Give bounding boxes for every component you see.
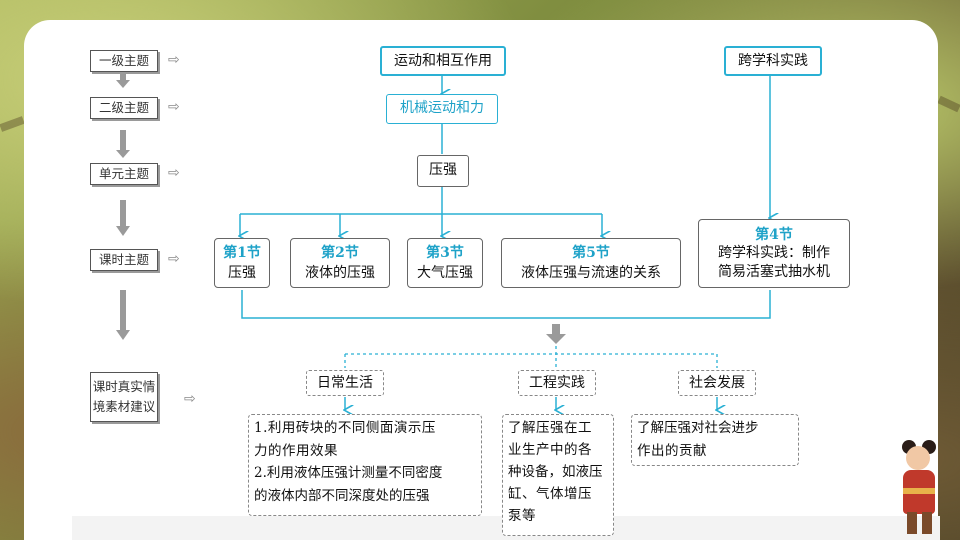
lesson-4-name-line2: 简易活塞式抽水机 — [718, 264, 830, 280]
detail-arrows — [345, 397, 717, 410]
detail-eng-line4: 缸、气体增压 — [508, 486, 592, 502]
category-engineering: 工程实践 — [518, 370, 596, 396]
detail-daily-1-line1: 1.利用砖块的不同侧面演示压 — [254, 420, 436, 436]
hollow-right-arrow-icon: ⇨ — [168, 52, 180, 68]
topic-motion: 运动和相互作用 — [380, 46, 506, 76]
detail-daily-1-line2: 力的作用效果 — [254, 442, 338, 459]
lesson-1-number: 第1节 — [223, 245, 261, 261]
tree-lines — [240, 72, 770, 319]
lesson-2: 第2节 液体的压强 — [290, 238, 390, 288]
lesson-4-number: 第4节 — [755, 227, 793, 243]
detail-eng-line1: 了解压强在工 — [508, 420, 592, 436]
character-leg — [907, 512, 917, 534]
lesson-3-name: 大气压强 — [417, 265, 473, 281]
category-lines — [344, 346, 718, 368]
character-head — [906, 446, 930, 470]
lesson-1-name: 压强 — [228, 265, 256, 281]
detail-daily-2-line1: 2.利用液体压强计测量不同密度 — [254, 465, 443, 481]
detail-soc-line1: 了解压强对社会进步 — [637, 420, 759, 436]
topic-interdisciplinary: 跨学科实践 — [724, 46, 822, 76]
topic-pressure: 压强 — [417, 155, 469, 187]
lesson-3: 第3节 大气压强 — [407, 238, 483, 288]
character-sash — [903, 488, 935, 494]
lesson-5-number: 第5节 — [572, 245, 610, 261]
lesson-5-name: 液体压强与流速的关系 — [521, 265, 661, 281]
hollow-right-arrow-icon: ⇨ — [168, 251, 180, 267]
detail-society: 了解压强对社会进步 作出的贡献 — [631, 414, 799, 466]
label-unit: 单元主题 — [90, 163, 158, 185]
character-leg — [922, 512, 932, 534]
detail-engineering: 了解压强在工 业生产中的各 种设备，如液压 缸、气体增压 泵等 — [502, 414, 614, 536]
lesson-2-name: 液体的压强 — [305, 265, 375, 281]
detail-daily-2-line2: 的液体内部不同深度处的压强 — [254, 487, 430, 504]
detail-daily-life: 1.利用砖块的不同侧面演示压 力的作用效果 2.利用液体压强计测量不同密度 的液… — [248, 414, 482, 516]
detail-eng-line2: 业生产中的各 — [508, 442, 592, 458]
lesson-5: 第5节 液体压强与流速的关系 — [501, 238, 681, 288]
topic-mechanics: 机械运动和力 — [386, 94, 498, 124]
label-context: 课时真实情 境素材建议 — [90, 372, 158, 422]
merge-arrow — [546, 324, 566, 344]
detail-soc-line2: 作出的贡献 — [637, 442, 707, 459]
category-society: 社会发展 — [678, 370, 756, 396]
hollow-right-arrow-icon: ⇨ — [168, 165, 180, 181]
label-context-line2: 境素材建议 — [92, 399, 156, 414]
detail-eng-line5: 泵等 — [508, 508, 536, 524]
lesson-4-name-line1: 跨学科实践：制作 — [718, 245, 830, 261]
hollow-right-arrow-icon: ⇨ — [168, 99, 180, 115]
category-daily-life: 日常生活 — [306, 370, 384, 396]
lesson-3-number: 第3节 — [426, 245, 464, 261]
label-context-line1: 课时真实情 — [92, 379, 156, 394]
hollow-right-arrow-icon: ⇨ — [184, 391, 196, 407]
label-level1: 一级主题 — [90, 50, 158, 72]
lesson-1: 第1节 压强 — [214, 238, 270, 288]
lesson-2-number: 第2节 — [321, 245, 359, 261]
label-level2: 二级主题 — [90, 97, 158, 119]
lesson-4: 第4节 跨学科实践：制作 简易活塞式抽水机 — [698, 219, 850, 288]
detail-eng-line3: 种设备，如液压 — [508, 464, 603, 480]
label-lesson: 课时主题 — [90, 249, 158, 271]
left-down-arrows — [116, 72, 130, 340]
